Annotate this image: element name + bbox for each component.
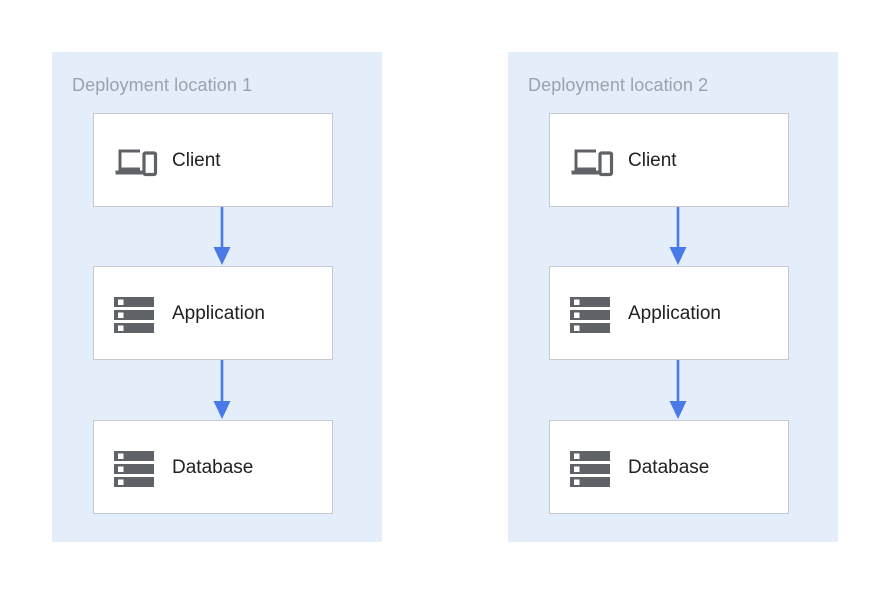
server-stack-icon [112,444,158,490]
node-label-application-1: Application [172,302,265,324]
arrow-application-to-database-1 [207,360,237,421]
zone-title-2: Deployment location 2 [528,75,709,95]
node-client-1[interactable]: Client [93,113,333,207]
node-label-client-2: Client [628,149,677,171]
node-label-database-1: Database [172,456,254,478]
server-stack-icon [568,444,614,490]
node-label-database-2: Database [628,456,710,478]
client-devices-icon [112,137,158,183]
node-application-2[interactable]: Application [549,266,789,360]
deployment-zone-2: Deployment location 2 Client [508,52,838,542]
node-label-client-1: Client [172,149,221,171]
arrow-client-to-application-2 [663,207,693,267]
arrow-application-to-database-2 [663,360,693,421]
deployment-zone-1: Deployment location 1 Client [52,52,382,542]
node-database-1[interactable]: Database [93,420,333,514]
node-application-1[interactable]: Application [93,266,333,360]
node-database-2[interactable]: Database [549,420,789,514]
server-stack-icon [112,290,158,336]
node-client-2[interactable]: Client [549,113,789,207]
zone-title-1: Deployment location 1 [72,75,253,95]
server-stack-icon [568,290,614,336]
node-label-application-2: Application [628,302,721,324]
arrow-client-to-application-1 [207,207,237,267]
client-devices-icon [568,137,614,183]
